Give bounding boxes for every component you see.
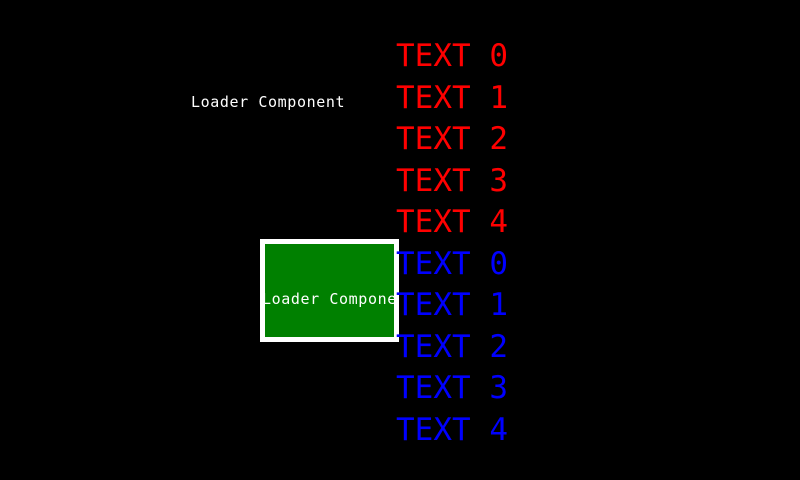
list-item[interactable]: TEXT 0 xyxy=(396,38,508,74)
list-item[interactable]: TEXT 1 xyxy=(396,287,508,323)
list-item[interactable]: TEXT 4 xyxy=(396,204,508,240)
list-item[interactable]: TEXT 3 xyxy=(396,162,508,199)
loader-box-label: Loader Component xyxy=(262,290,397,308)
loader-component-box[interactable]: Loader Component xyxy=(260,239,399,342)
list-item[interactable]: TEXT 2 xyxy=(396,328,508,365)
list-item[interactable]: TEXT 1 xyxy=(396,79,508,116)
list-item[interactable]: TEXT 4 xyxy=(396,411,508,448)
list-item[interactable]: TEXT 3 xyxy=(396,370,508,406)
loader-component-label: Loader Component xyxy=(191,93,346,111)
text-item-list: TEXT 0 TEXT 1 TEXT 2 TEXT 3 TEXT 4 TEXT … xyxy=(396,36,576,451)
list-item[interactable]: TEXT 0 xyxy=(396,245,508,282)
list-item[interactable]: TEXT 2 xyxy=(396,121,508,157)
